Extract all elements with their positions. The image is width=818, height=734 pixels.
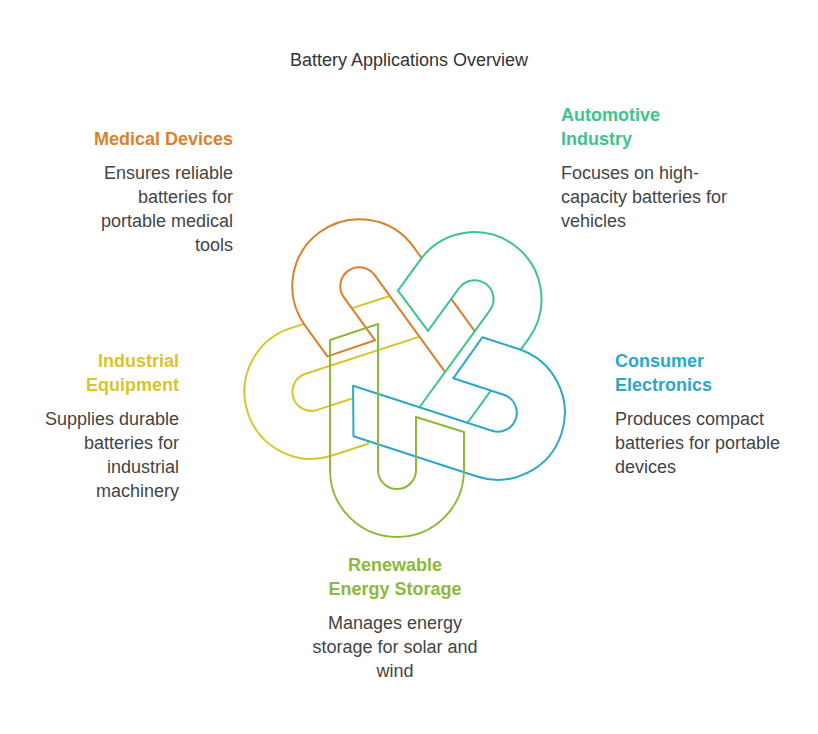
application-entry: Consumer ElectronicsProduces compact bat…	[615, 349, 795, 479]
diagram-title: Battery Applications Overview	[0, 50, 818, 71]
category-heading: Automotive Industry	[561, 103, 681, 151]
category-description: Focuses on high-capacity batteries for v…	[561, 161, 736, 233]
green-loop	[330, 324, 464, 537]
category-heading: Renewable Energy Storage	[320, 553, 470, 601]
category-heading: Medical Devices	[73, 127, 233, 151]
category-heading: Consumer Electronics	[615, 349, 735, 397]
application-entry: Medical DevicesEnsures reliable batterie…	[73, 127, 233, 257]
application-entry: Automotive IndustryFocuses on high-capac…	[561, 103, 736, 233]
category-description: Produces compact batteries for portable …	[615, 407, 795, 479]
category-heading: Industrial Equipment	[29, 349, 179, 397]
blue-loop	[338, 304, 582, 497]
category-description: Manages energy storage for solar and win…	[305, 611, 485, 683]
category-description: Supplies durable batteries for industria…	[24, 407, 179, 503]
category-description: Ensures reliable batteries for portable …	[73, 161, 233, 257]
application-entry: Renewable Energy StorageManages energy s…	[305, 553, 485, 683]
application-entry: Industrial EquipmentSupplies durable bat…	[24, 349, 179, 503]
